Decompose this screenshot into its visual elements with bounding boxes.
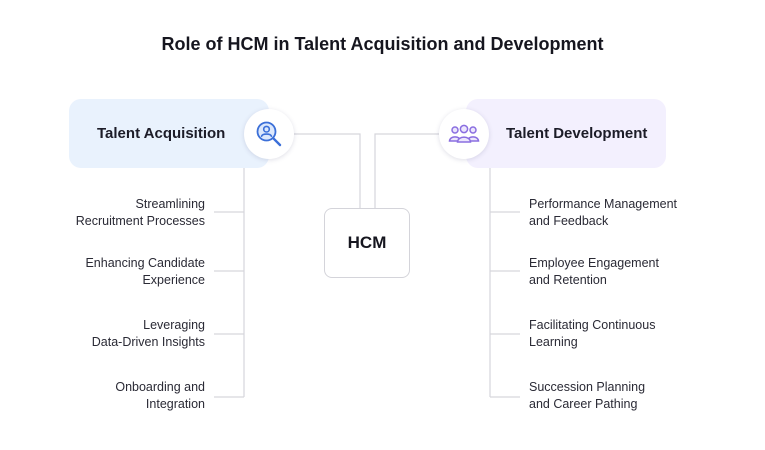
development-item-engagement: Employee Engagement and Retention <box>529 256 659 287</box>
connector-left-to-hcm <box>294 133 361 208</box>
talent-acquisition-header: Talent Acquisition <box>69 99 269 168</box>
acquisition-item-onboarding: Onboarding and Integration <box>115 380 205 411</box>
development-item-performance: Performance Management and Feedback <box>529 197 677 228</box>
acquisition-item-recruitment: Streamlining Recruitment Processes <box>75 197 205 228</box>
hcm-node: HCM <box>324 208 410 278</box>
talent-development-label: Talent Development <box>506 125 648 142</box>
diagram-title: Role of HCM in Talent Acquisition and De… <box>161 34 604 54</box>
acquisition-item-candidate-experience: Enhancing Candidate Experience <box>85 256 205 287</box>
team-icon <box>439 109 489 159</box>
talent-development-header: Talent Development <box>466 99 666 168</box>
development-item-learning: Facilitating Continuous Learning <box>529 318 656 349</box>
talent-acquisition-label: Talent Acquisition <box>97 125 226 142</box>
acquisition-item-data-insights: Leveraging Data-Driven Insights <box>91 318 205 349</box>
search-user-icon <box>244 109 294 159</box>
development-item-succession: Succession Planning and Career Pathing <box>529 380 646 411</box>
connector-right-to-hcm <box>374 133 439 208</box>
